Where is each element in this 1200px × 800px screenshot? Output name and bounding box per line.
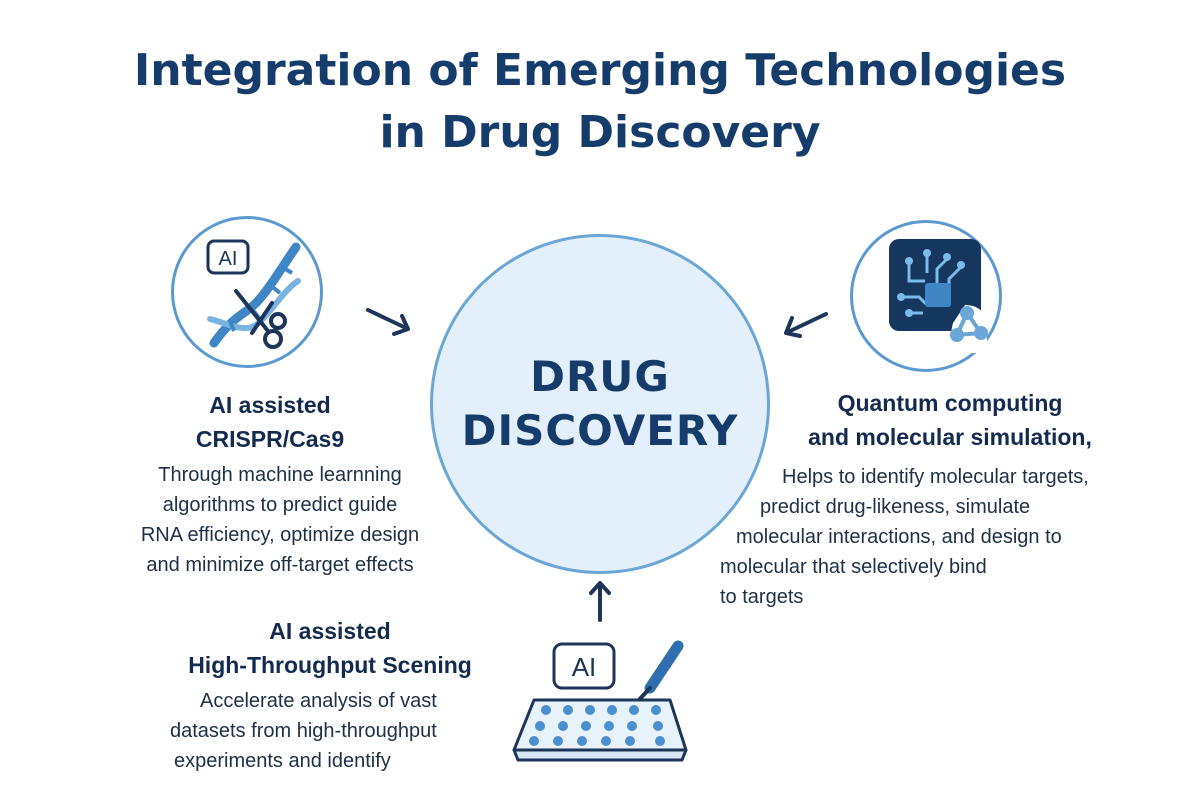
crispr-description: Through machine learnning algorithms to …: [100, 460, 460, 580]
crispr-ai-label: AI: [219, 248, 238, 270]
hts-body-line: Accelerate analysis of vast: [200, 690, 437, 712]
hts-heading-line-1: AI assisted: [269, 618, 391, 644]
crispr-body-line: algorithms to predict guide: [162, 494, 398, 516]
hts-body-line: datasets from high-throughput: [170, 720, 437, 742]
center-label-line-1: DRUG: [530, 352, 670, 401]
quantum-heading-line-1: Quantum computing: [837, 390, 1063, 416]
hts-ai-label: AI: [572, 652, 597, 682]
quantum-body-line: predict drug-likeness, simulate: [760, 496, 1031, 518]
hts-description: Accelerate analysis of vast datasets fro…: [170, 686, 500, 776]
quantum-body-line: Helps to identify molecular targets,: [782, 466, 1089, 488]
microplate-pipette-icon: AI: [512, 640, 688, 762]
title-line-1: Integration of Emerging Technologies: [133, 45, 1067, 96]
quantum-heading-line-2: and molecular simulation,: [808, 424, 1092, 450]
crispr-heading-line-1: AI assisted: [209, 392, 331, 418]
arrow-up-icon: [589, 581, 611, 622]
quantum-body-line: to targets: [720, 586, 804, 608]
crispr-body-line: and minimize off-target effects: [146, 554, 414, 576]
circuit-chip-molecule-icon: [889, 239, 988, 353]
arrow-right-down-icon: [366, 308, 410, 336]
center-label-line-2: DISCOVERY: [461, 406, 739, 455]
quantum-icon-circle: [850, 220, 1002, 372]
hts-heading-line-2: High-Throughput Scening: [188, 652, 472, 678]
dna-scissors-icon: AI: [206, 239, 301, 349]
quantum-heading: Quantum computing and molecular simulati…: [770, 386, 1130, 454]
hts-heading: AI assisted High-Throughput Scening: [170, 614, 490, 682]
quantum-body-line: molecular interactions, and design to: [736, 526, 1062, 548]
crispr-body-line: RNA efficiency, optimize design: [140, 524, 420, 546]
crispr-heading-line-2: CRISPR/Cas9: [195, 426, 345, 452]
title-line-2: in Drug Discovery: [379, 107, 821, 158]
crispr-body-line: Through machine learnning: [158, 464, 402, 486]
crispr-heading: AI assisted CRISPR/Cas9: [150, 388, 390, 456]
hts-body-line: experiments and identify: [174, 750, 391, 772]
page-title: Integration of Emerging Technologies in …: [0, 40, 1200, 164]
quantum-description: Helps to identify molecular targets, pre…: [720, 462, 1160, 612]
quantum-body-line: molecular that selectively bind: [720, 556, 987, 578]
drug-discovery-node: DRUG DISCOVERY: [430, 234, 770, 574]
crispr-icon-circle: AI: [171, 216, 323, 368]
arrow-left-down-icon: [784, 312, 828, 338]
